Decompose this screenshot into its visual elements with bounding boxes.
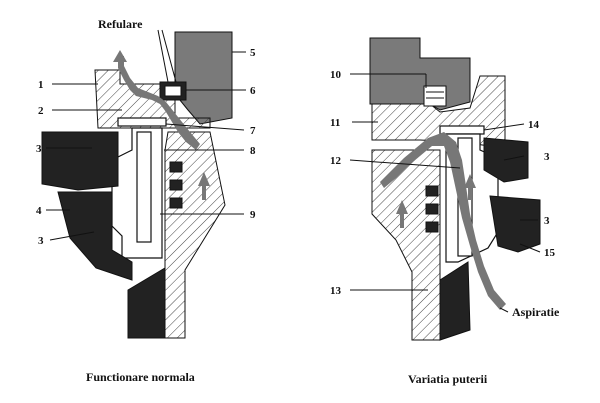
right-callout-3-upper: 3	[544, 151, 550, 163]
right-flow-label: Aspiratie	[512, 305, 560, 319]
left-valve-cover	[174, 31, 233, 125]
left-callout-5: 5	[250, 47, 256, 59]
left-piston-rod	[136, 131, 152, 243]
left-callout-4: 4	[36, 205, 42, 217]
right-up-arrow-1	[396, 200, 408, 228]
right-callout-10: 10	[330, 69, 342, 81]
right-valve-seat	[423, 85, 447, 107]
left-actuator-lower	[57, 191, 133, 281]
right-callout-13: 13	[330, 285, 342, 297]
left-actuator-upper	[41, 131, 119, 191]
left-valve-plate	[117, 117, 167, 127]
left-fin-3	[169, 197, 183, 209]
right-fin-3	[425, 221, 439, 233]
right-callout-11: 11	[330, 117, 340, 129]
right-callout-12: 12	[330, 155, 342, 167]
left-callout-8: 8	[250, 145, 256, 157]
right-up-arrow-2	[464, 174, 476, 200]
right-callout-14: 14	[528, 119, 540, 131]
right-suction-flow	[380, 132, 506, 310]
left-up-arrow	[198, 172, 210, 200]
left-figure: 1 2 3 4 3 5 6 7 8 9 Refulare Functionare…	[36, 17, 256, 384]
left-fin-1	[169, 161, 183, 173]
right-cylinder-wall	[371, 149, 441, 341]
left-discharge-flow	[113, 50, 210, 200]
left-base	[127, 267, 166, 339]
right-valve-plate	[439, 125, 485, 135]
left-callout-6: 6	[250, 85, 256, 97]
right-callout-15: 15	[544, 247, 556, 259]
right-fin-2	[425, 203, 439, 215]
left-callout-3-upper: 3	[36, 143, 42, 155]
right-fin-1	[425, 185, 439, 197]
left-callout-3-lower: 3	[38, 235, 44, 247]
left-callout-2: 2	[38, 105, 44, 117]
right-base	[439, 261, 471, 341]
right-callout-3-lower: 3	[544, 215, 550, 227]
left-callout-1: 1	[38, 79, 44, 91]
right-figure: 10 11 12 13 14 3 3 15 Aspiratie Variatia…	[330, 37, 560, 386]
left-valve-plates	[164, 85, 182, 97]
left-caption: Functionare normala	[86, 370, 195, 384]
left-fin-2	[169, 179, 183, 191]
left-callout-9: 9	[250, 209, 256, 221]
right-actuator-lower	[489, 195, 541, 253]
left-callout-7: 7	[250, 125, 256, 137]
right-caption: Variatia puterii	[408, 372, 488, 386]
left-flow-label: Refulare	[98, 17, 143, 31]
